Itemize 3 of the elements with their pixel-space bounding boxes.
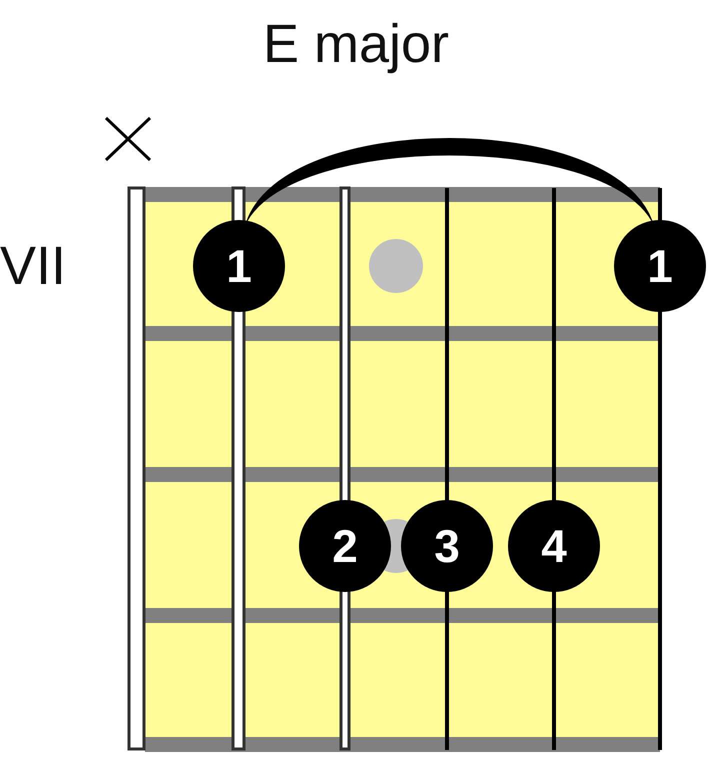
fret-position-label: VII	[0, 236, 66, 296]
barre-arc	[246, 138, 652, 222]
chord-title: E major	[262, 13, 450, 76]
